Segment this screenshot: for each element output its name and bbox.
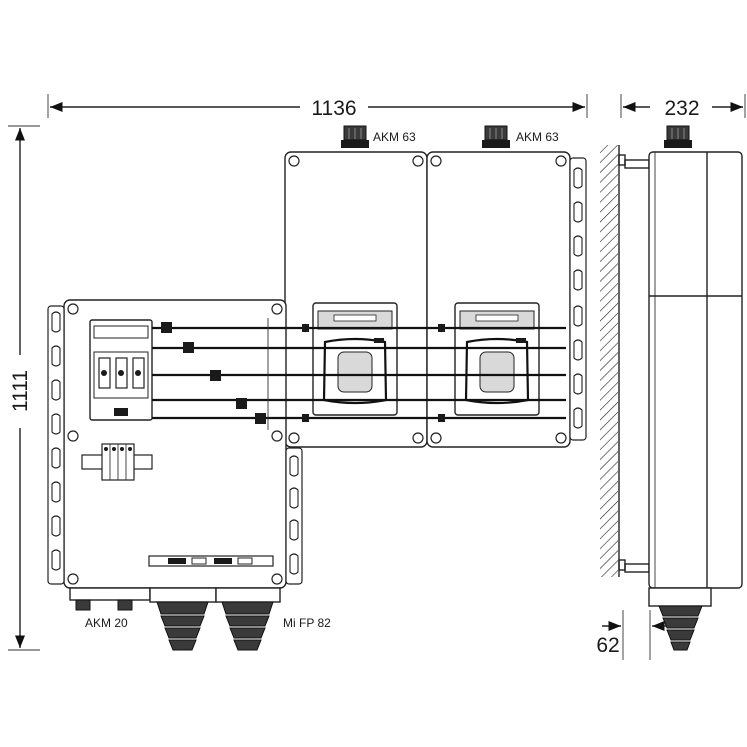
- cable-gland-bottom-large-2: [215, 587, 281, 651]
- dimension-width-label: 1136: [311, 97, 356, 120]
- cable-gland-bottom-large-1: [149, 587, 217, 651]
- wall-hatching: [600, 145, 620, 577]
- switch-disconnector-right: [454, 302, 540, 416]
- dimension-width: 1136: [47, 94, 588, 120]
- gland-label-top-left: AKM 63: [373, 130, 416, 144]
- mounting-rail-upper-right: [569, 157, 587, 441]
- mounting-rail-lower-right: [285, 447, 303, 585]
- dimension-depth-label: 232: [664, 97, 699, 120]
- cable-gland-bottom-small: [69, 587, 151, 611]
- gland-label-bottom-large: Mi FP 82: [283, 616, 331, 630]
- switch-disconnector-left: [312, 302, 398, 416]
- din-rail-terminals: [81, 443, 153, 481]
- dimension-offset-label: 62: [596, 634, 619, 657]
- dimension-offset: 62: [596, 610, 666, 660]
- cable-gland-side: [664, 125, 692, 148]
- fuse-switch-unit: [89, 319, 153, 421]
- dimension-height: 1111: [8, 125, 40, 651]
- conductors: [152, 318, 566, 430]
- gland-label-top-right: AKM 63: [516, 130, 559, 144]
- dimension-height-label: 1111: [9, 370, 32, 412]
- mounting-rail-lower-left: [47, 305, 65, 585]
- terminal-strip: [148, 555, 274, 567]
- dimension-depth: 232: [620, 94, 746, 120]
- cable-gland-top-left: [341, 125, 369, 148]
- side-view-enclosure: [618, 151, 743, 651]
- cable-gland-top-right: [482, 125, 510, 148]
- gland-label-bottom-small: AKM 20: [85, 616, 128, 630]
